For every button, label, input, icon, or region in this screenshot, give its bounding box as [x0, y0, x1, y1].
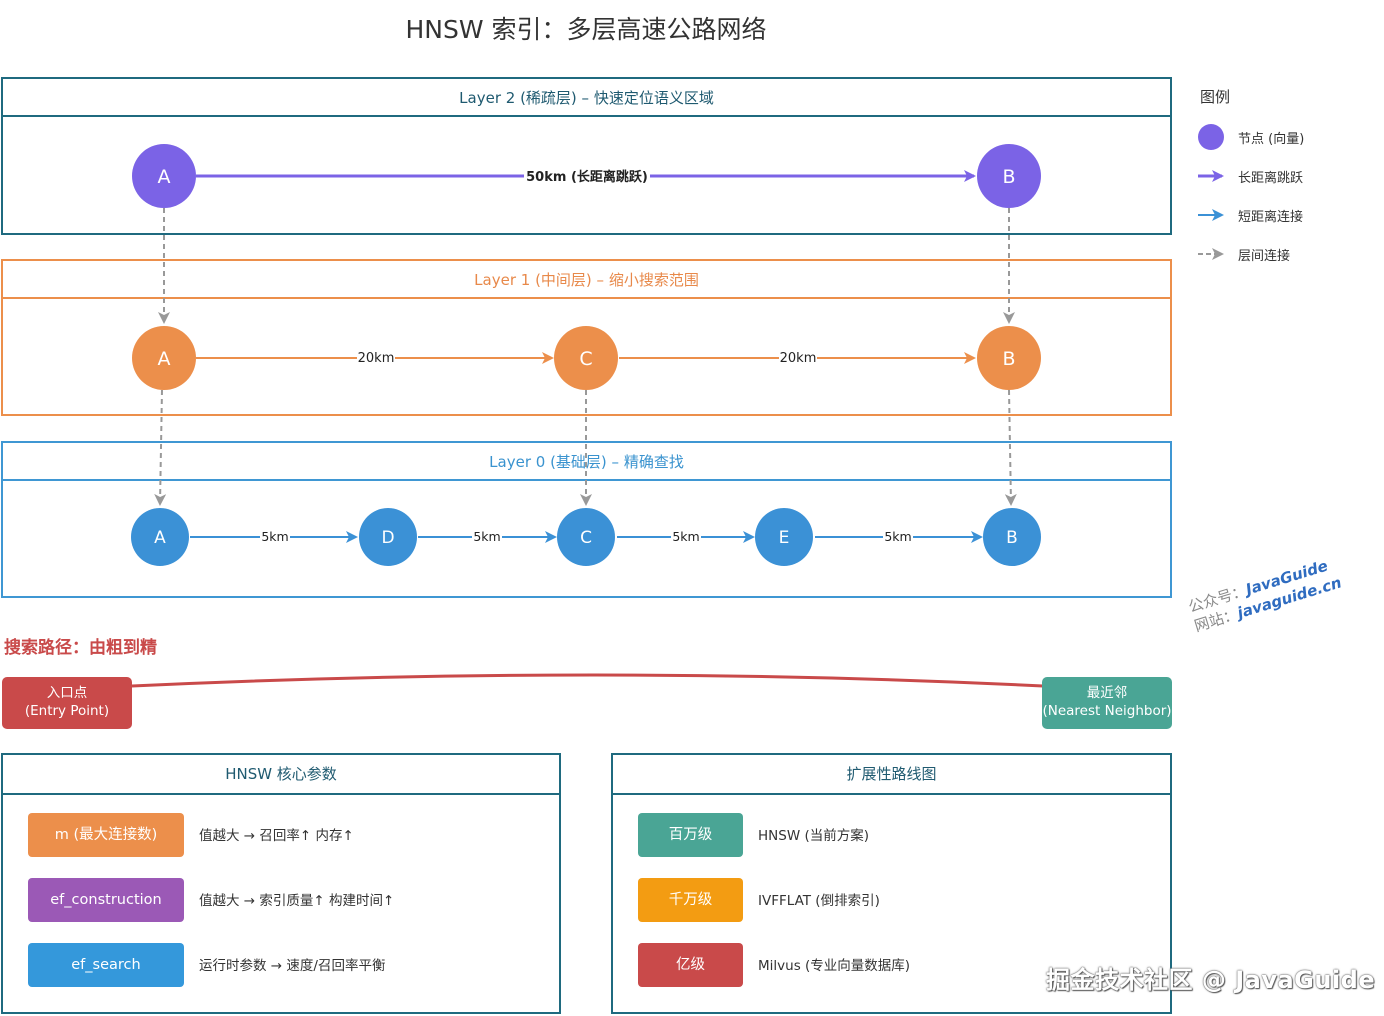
- layer-2-box: Layer 2 (稀疏层) – 快速定位语义区域: [1, 77, 1172, 235]
- page-title: HNSW 索引：多层高速公路网络: [405, 15, 767, 44]
- inter-layer-edge-a-l1-l0: [154, 389, 167, 506]
- node-label-l0-b: B: [1006, 528, 1018, 548]
- node-l1-b: [977, 326, 1041, 390]
- layer-2-header: Layer 2 (稀疏层) – 快速定位语义区域: [3, 79, 1170, 117]
- search-path-title: 搜索路径：由粗到精: [4, 638, 157, 658]
- entry-point-label: 入口点: [46, 685, 88, 701]
- node-l0-d: [359, 508, 417, 566]
- roadmap-million-desc: HNSW (当前方案): [758, 828, 869, 844]
- node-label-l1-a: A: [158, 348, 171, 370]
- node-label-l0-a: A: [154, 528, 166, 548]
- node-l0-a: [131, 508, 189, 566]
- edge-label-l0-0: 5km: [261, 529, 288, 544]
- roadmap-ten-million-pill: 千万级: [638, 878, 743, 922]
- param-ef-construction-desc: 值越大 → 索引质量↑ 构建时间↑: [199, 893, 395, 909]
- edge-label-l0-1: 5km: [473, 529, 500, 544]
- edge-label-l0-3: 5km: [884, 529, 911, 544]
- node-label-l1-b: B: [1002, 348, 1015, 370]
- node-l0-b: [983, 508, 1041, 566]
- legend-item-short-link: 短距离连接: [1238, 210, 1304, 225]
- node-label-l0-d: D: [381, 528, 394, 548]
- node-label-l1-c: C: [579, 348, 592, 370]
- node-l0-e: [755, 508, 813, 566]
- search-path-line: [131, 673, 1044, 688]
- edge-label-l0-2: 5km: [672, 529, 699, 544]
- nearest-neighbor-sublabel: (Nearest Neighbor): [1042, 703, 1172, 719]
- param-m-desc: 值越大 → 召回率↑ 内存↑: [199, 828, 354, 844]
- layer-1-header: Layer 1 (中间层) – 缩小搜索范围: [3, 261, 1170, 299]
- watermark-bottom: 掘金技术社区 @ JavaGuide: [1046, 966, 1376, 994]
- roadmap-panel: 扩展性路线图: [611, 753, 1172, 1014]
- entry-point-box: 入口点 (Entry Point): [2, 677, 132, 729]
- roadmap-panel-title: 扩展性路线图: [613, 755, 1170, 795]
- node-label-l2-b: B: [1002, 166, 1015, 188]
- legend-title: 图例: [1200, 88, 1231, 106]
- params-panel-title: HNSW 核心参数: [3, 755, 559, 795]
- roadmap-hundred-million-pill: 亿级: [638, 943, 743, 987]
- node-label-l0-e: E: [779, 528, 790, 548]
- node-label-l0-c: C: [580, 528, 592, 548]
- layer-1-box: Layer 1 (中间层) – 缩小搜索范围: [1, 259, 1172, 416]
- node-l0-c: [557, 508, 615, 566]
- edge-label-l1-1: 20km: [780, 351, 817, 366]
- inter-layer-edge-b-l1-l0: [1004, 389, 1017, 506]
- node-l1-c: [554, 326, 618, 390]
- nearest-neighbor-label: 最近邻: [1086, 685, 1128, 701]
- node-circle-icon: [1198, 124, 1224, 150]
- node-l2-a: [132, 144, 196, 208]
- entry-point-sublabel: (Entry Point): [24, 703, 110, 719]
- edge-label-l2-0: 50km (长距离跳跃): [526, 169, 648, 185]
- params-panel: HNSW 核心参数: [1, 753, 561, 1014]
- edge-label-l1-0: 20km: [358, 351, 395, 366]
- roadmap-hundred-million-desc: Milvus (专业向量数据库): [758, 958, 911, 974]
- node-l2-b: [977, 144, 1041, 208]
- param-ef-search-desc: 运行时参数 → 速度/召回率平衡: [199, 958, 386, 974]
- node-label-l2-a: A: [158, 166, 171, 188]
- node-l1-a: [132, 326, 196, 390]
- nearest-neighbor-box: 最近邻 (Nearest Neighbor): [1042, 677, 1172, 729]
- legend-item-long-jump: 长距离跳跃: [1238, 171, 1304, 186]
- roadmap-million-pill: 百万级: [638, 813, 743, 857]
- param-ef-construction-pill: ef_construction: [28, 878, 184, 922]
- legend-item-node: 节点 (向量): [1238, 132, 1305, 147]
- param-ef-search-pill: ef_search: [28, 943, 184, 987]
- legend-item-inter-layer: 层间连接: [1238, 249, 1291, 264]
- param-m-pill: m (最大连接数): [28, 813, 184, 857]
- roadmap-ten-million-desc: IVFFLAT (倒排索引): [758, 893, 880, 909]
